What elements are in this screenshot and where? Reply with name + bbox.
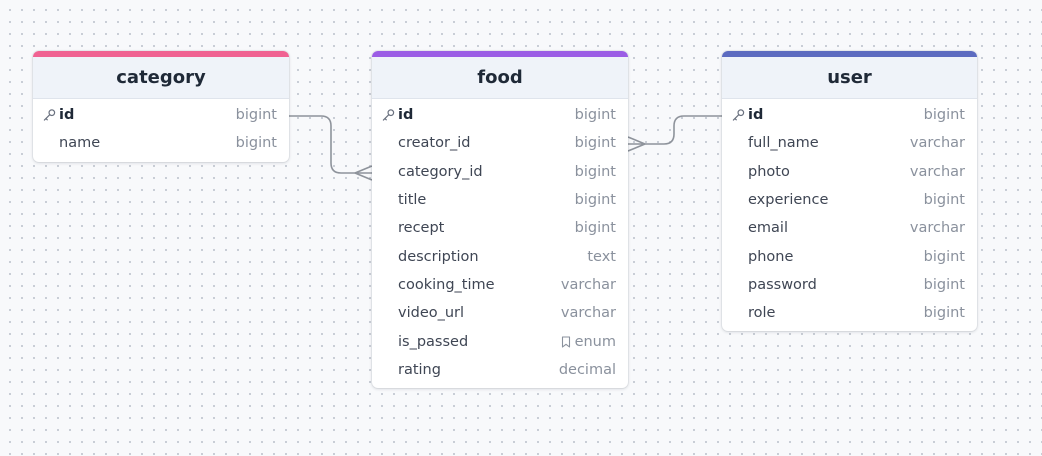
field-row-rating[interactable]: rating decimal	[372, 356, 628, 384]
field-name: category_id	[398, 163, 483, 180]
field-row-category-id[interactable]: category_id bigint	[372, 158, 628, 186]
table-title[interactable]: category	[33, 57, 289, 99]
field-type: text	[587, 248, 616, 265]
field-name: phone	[748, 248, 794, 265]
field-type: bigint	[574, 135, 616, 152]
field-name: experience	[748, 192, 829, 209]
field-name: cooking_time	[398, 276, 495, 293]
field-type: decimal	[558, 361, 616, 378]
field-type: enum	[574, 333, 616, 350]
field-row-id[interactable]: id bigint	[372, 101, 628, 129]
field-name: recept	[398, 220, 445, 237]
field-row-cooking-time[interactable]: cooking_time varchar	[372, 271, 628, 299]
field-type: bigint	[574, 220, 616, 237]
field-row-title[interactable]: title bigint	[372, 186, 628, 214]
field-type: bigint	[574, 192, 616, 209]
field-name: id	[59, 107, 75, 124]
field-row-email[interactable]: email varchar	[722, 214, 977, 242]
field-type: varchar	[909, 220, 965, 237]
field-row-password[interactable]: password bigint	[722, 271, 977, 299]
field-type: bigint	[923, 192, 965, 209]
field-row-recept[interactable]: recept bigint	[372, 214, 628, 242]
field-row-id[interactable]: id bigint	[722, 101, 977, 129]
field-type: bigint	[235, 135, 277, 152]
field-name: email	[748, 220, 788, 237]
table-title[interactable]: food	[372, 57, 628, 99]
enum-type-wrap[interactable]: enum	[561, 334, 616, 350]
field-name: name	[59, 135, 101, 152]
table-title[interactable]: user	[722, 57, 977, 99]
key-icon	[732, 109, 745, 121]
relation-user-food[interactable]	[628, 115, 722, 145]
field-name: creator_id	[398, 135, 471, 152]
field-row-experience[interactable]: experience bigint	[722, 186, 977, 214]
field-type: varchar	[560, 276, 616, 293]
table-category[interactable]: category id bigint name bigint	[33, 51, 289, 162]
field-type: bigint	[923, 276, 965, 293]
table-accent-bar	[33, 51, 289, 57]
field-name: description	[398, 248, 479, 265]
field-row-photo[interactable]: photo varchar	[722, 158, 977, 186]
field-name: password	[748, 276, 817, 293]
field-row-creator-id[interactable]: creator_id bigint	[372, 129, 628, 157]
field-name: role	[748, 305, 776, 322]
field-type: varchar	[560, 305, 616, 322]
crowfoot-user-food	[627, 136, 646, 152]
field-row-phone[interactable]: phone bigint	[722, 242, 977, 270]
key-icon	[382, 109, 395, 121]
field-type: bigint	[574, 107, 616, 124]
field-name: video_url	[398, 305, 465, 322]
field-type: bigint	[923, 305, 965, 322]
field-row-name[interactable]: name bigint	[33, 129, 289, 157]
field-row-id[interactable]: id bigint	[33, 101, 289, 129]
field-type: varchar	[909, 163, 965, 180]
key-icon	[43, 109, 56, 121]
field-name: full_name	[748, 135, 819, 152]
table-user[interactable]: user id bigint full_name varchar photo v…	[722, 51, 977, 332]
bookmark-icon[interactable]	[561, 335, 571, 348]
crowfoot-category-food	[354, 165, 373, 181]
field-name: rating	[398, 361, 441, 378]
table-accent-bar	[372, 51, 628, 57]
relation-category-food[interactable]	[289, 115, 372, 174]
field-row-is-passed[interactable]: is_passed enum	[372, 327, 628, 355]
table-accent-bar	[722, 51, 977, 57]
field-name: id	[748, 107, 764, 124]
field-row-full-name[interactable]: full_name varchar	[722, 129, 977, 157]
field-row-description[interactable]: description text	[372, 242, 628, 270]
field-type: bigint	[923, 248, 965, 265]
field-type: bigint	[923, 107, 965, 124]
field-type: bigint	[235, 107, 277, 124]
table-food[interactable]: food id bigint creator_id bigint categor…	[372, 51, 628, 388]
field-row-role[interactable]: role bigint	[722, 299, 977, 327]
field-name: id	[398, 107, 414, 124]
field-type: bigint	[574, 163, 616, 180]
field-name: title	[398, 192, 427, 209]
field-name: photo	[748, 163, 790, 180]
field-type: varchar	[909, 135, 965, 152]
field-row-video-url[interactable]: video_url varchar	[372, 299, 628, 327]
field-name: is_passed	[398, 333, 469, 350]
